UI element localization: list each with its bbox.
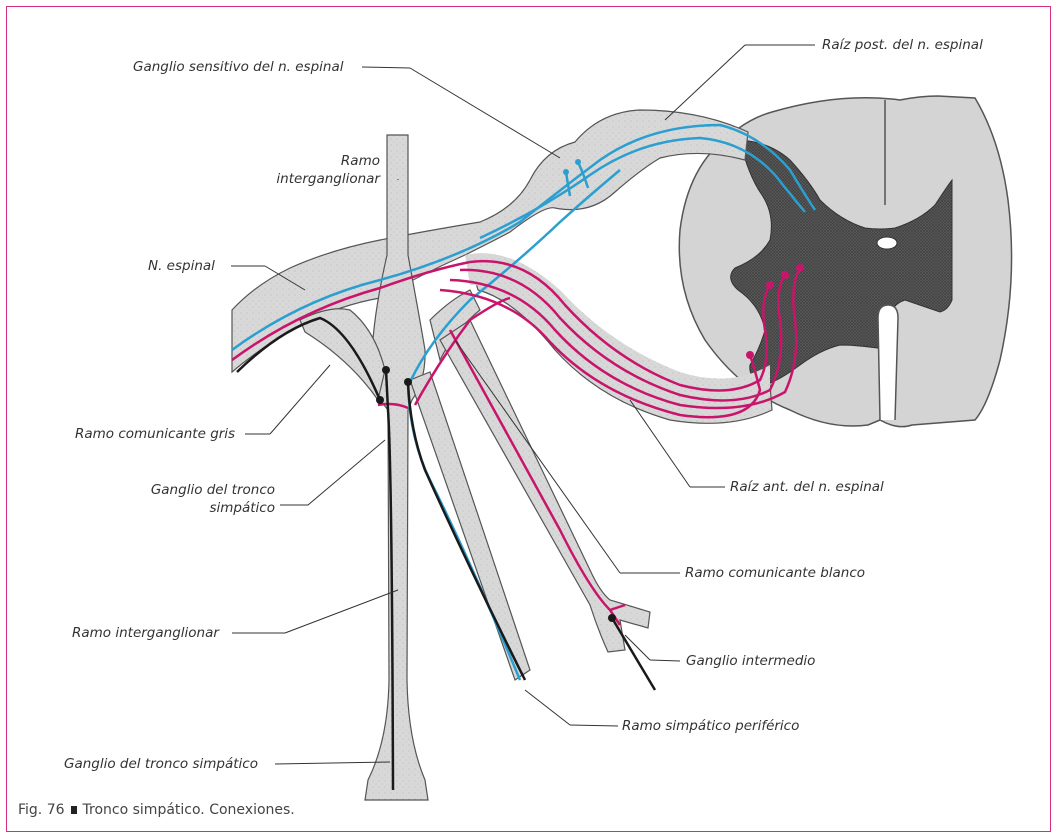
figure-caption: Fig. 76 Tronco simpático. Conexiones. xyxy=(18,802,295,818)
central-canal xyxy=(877,237,897,249)
label-ganglio-intermedio: Ganglio intermedio xyxy=(686,652,815,670)
label-ramo-interganglionar-bottom: Ramo interganglionar xyxy=(72,624,219,642)
ganglio-intermedio-neuron xyxy=(608,614,616,622)
caption-separator xyxy=(71,806,77,814)
label-raiz-posterior: Raíz post. del n. espinal xyxy=(822,36,983,54)
label-ganglio-tronco-bottom: Ganglio del tronco simpático xyxy=(64,755,258,773)
label-ganglio-tronco-line1: Ganglio del tronco xyxy=(60,481,275,499)
caption-text: Tronco simpático. Conexiones. xyxy=(83,802,295,818)
label-ramo-interganglionar-top-line2: interganglionar xyxy=(170,170,380,188)
label-ramo-interganglionar-top-line1: Ramo xyxy=(170,152,380,170)
label-ramo-comunicante-gris: Ramo comunicante gris xyxy=(75,425,235,443)
postganglionic-fibers xyxy=(237,318,655,790)
ganglion-neuron-3 xyxy=(404,378,412,386)
ganglion-neuron-1 xyxy=(382,366,390,374)
figure-number: Fig. 76 xyxy=(18,802,65,818)
label-ramo-simpatico-periferico: Ramo simpático periférico xyxy=(622,717,799,735)
ramo-comunicante-gris-shape xyxy=(300,309,385,400)
label-n-espinal: N. espinal xyxy=(148,257,215,275)
label-raiz-anterior: Raíz ant. del n. espinal xyxy=(730,478,884,496)
label-ramo-comunicante-blanco: Ramo comunicante blanco xyxy=(685,564,865,582)
ganglion-neuron-2 xyxy=(376,396,384,404)
label-ganglio-sensitivo: Ganglio sensitivo del n. espinal xyxy=(133,58,343,76)
label-ganglio-tronco-line2: simpático xyxy=(60,499,275,517)
anterior-median-fissure xyxy=(878,305,898,420)
